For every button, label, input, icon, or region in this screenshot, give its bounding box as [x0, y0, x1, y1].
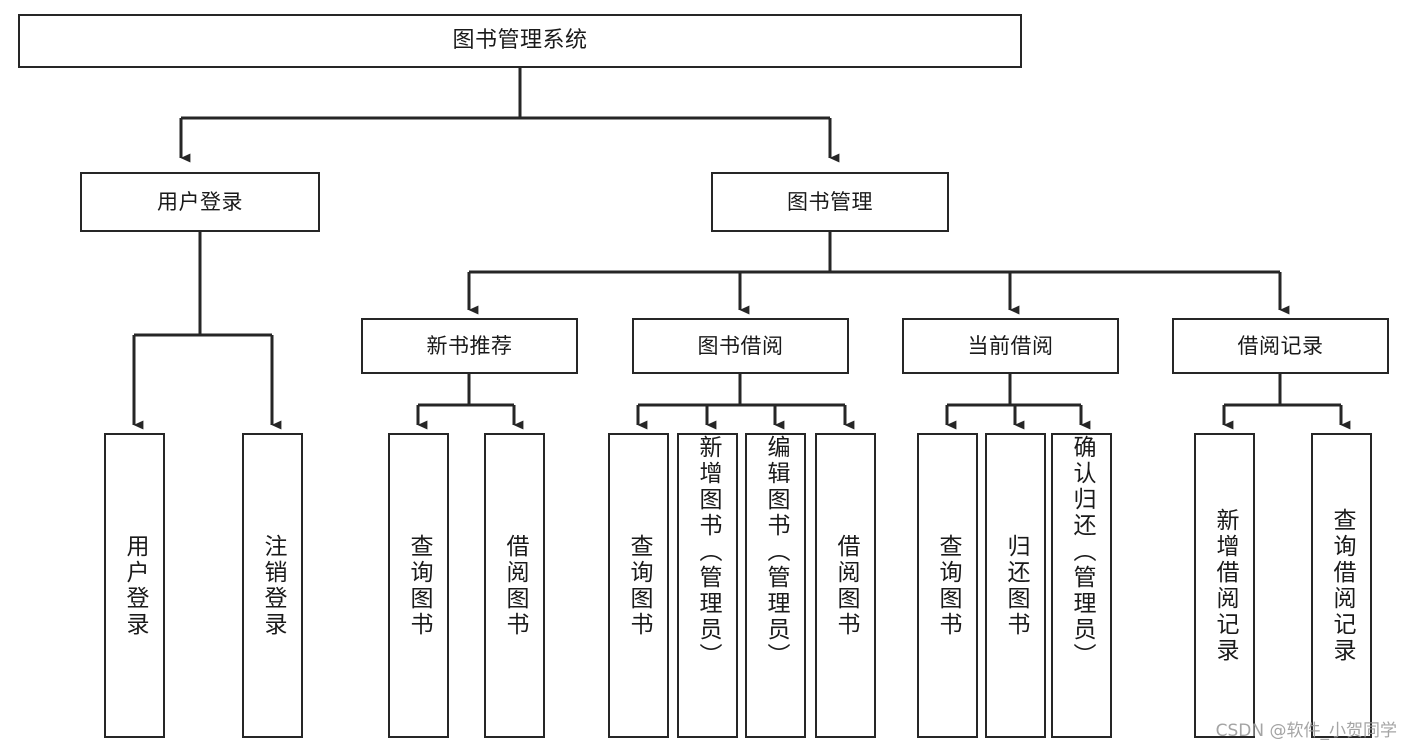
node-leaf-user-logout-label: 注销登录 — [260, 533, 286, 638]
node-leaf-add-record-label: 新增借阅记录 — [1212, 507, 1238, 664]
node-leaf-confirm-return[interactable]: 确认归还（管理员） — [1051, 433, 1112, 738]
node-leaf-borrow-book-1[interactable]: 借阅图书 — [484, 433, 545, 738]
node-book-manage[interactable]: 图书管理 — [711, 172, 949, 232]
node-leaf-add-record[interactable]: 新增借阅记录 — [1194, 433, 1255, 738]
node-user-login[interactable]: 用户登录 — [80, 172, 320, 232]
node-leaf-query-book-1-label: 查询图书 — [406, 533, 432, 638]
node-current-borrow[interactable]: 当前借阅 — [902, 318, 1119, 374]
node-leaf-query-book-1[interactable]: 查询图书 — [388, 433, 449, 738]
node-new-book-recommend-label: 新书推荐 — [426, 333, 513, 358]
node-leaf-borrow-book-2-label: 借阅图书 — [833, 533, 859, 638]
node-leaf-return-book[interactable]: 归还图书 — [985, 433, 1046, 738]
node-leaf-edit-book-label: 编辑图书（管理员） — [763, 435, 789, 669]
node-borrow-record[interactable]: 借阅记录 — [1172, 318, 1389, 374]
node-current-borrow-label: 当前借阅 — [967, 333, 1054, 358]
node-leaf-query-book-3-label: 查询图书 — [935, 533, 961, 638]
node-leaf-return-book-label: 归还图书 — [1003, 533, 1029, 638]
node-leaf-add-book[interactable]: 新增图书（管理员） — [677, 433, 738, 738]
node-leaf-confirm-return-label: 确认归还（管理员） — [1069, 435, 1095, 669]
node-borrow-record-label: 借阅记录 — [1237, 333, 1324, 358]
node-new-book-recommend[interactable]: 新书推荐 — [361, 318, 578, 374]
node-leaf-user-login[interactable]: 用户登录 — [104, 433, 165, 738]
node-leaf-query-book-3[interactable]: 查询图书 — [917, 433, 978, 738]
node-leaf-borrow-book-2[interactable]: 借阅图书 — [815, 433, 876, 738]
node-root-label: 图书管理系统 — [452, 28, 588, 53]
node-leaf-user-logout[interactable]: 注销登录 — [242, 433, 303, 738]
node-leaf-edit-book[interactable]: 编辑图书（管理员） — [745, 433, 806, 738]
node-leaf-borrow-book-1-label: 借阅图书 — [502, 533, 528, 638]
node-book-borrow[interactable]: 图书借阅 — [632, 318, 849, 374]
node-leaf-query-record-label: 查询借阅记录 — [1329, 507, 1355, 664]
node-root[interactable]: 图书管理系统 — [18, 14, 1022, 68]
node-leaf-query-book-2[interactable]: 查询图书 — [608, 433, 669, 738]
node-user-login-label: 用户登录 — [157, 189, 243, 214]
node-leaf-add-book-label: 新增图书（管理员） — [695, 435, 721, 669]
node-leaf-query-record[interactable]: 查询借阅记录 — [1311, 433, 1372, 738]
node-book-borrow-label: 图书借阅 — [697, 333, 784, 358]
node-book-manage-label: 图书管理 — [787, 189, 873, 214]
node-leaf-user-login-label: 用户登录 — [122, 533, 148, 638]
node-leaf-query-book-2-label: 查询图书 — [626, 533, 652, 638]
